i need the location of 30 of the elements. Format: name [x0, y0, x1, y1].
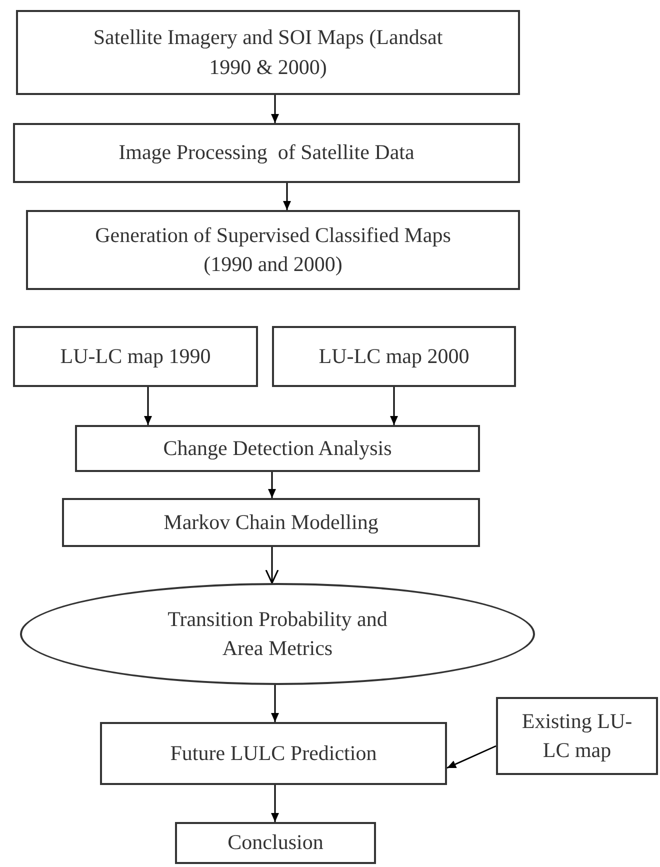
arrow — [144, 387, 152, 425]
arrow — [271, 785, 279, 822]
process-box — [62, 498, 480, 547]
arrow — [265, 547, 279, 584]
arrow — [390, 387, 398, 425]
process-box — [496, 697, 658, 775]
node-label: LU-LC map 1990 — [60, 342, 211, 370]
arrow — [446, 745, 496, 769]
process-box — [13, 326, 258, 387]
node-label: Image Processing of Satellite Data — [118, 139, 414, 166]
node-label: Transition Probability and Area Metrics — [166, 606, 388, 662]
process-box — [75, 425, 480, 472]
node-label: LU-LC map 2000 — [318, 342, 470, 370]
process-box — [13, 123, 520, 183]
arrow — [271, 685, 279, 722]
process-box — [272, 326, 516, 387]
process-box — [26, 210, 520, 290]
process-box — [175, 822, 376, 864]
process-box — [16, 10, 520, 95]
node-label: Generation of Supervised Classified Maps (1990 and 2000) — [94, 222, 452, 278]
node-label: Satellite Imagery and SOI Maps (Landsat 1990 & 2000) — [93, 24, 443, 80]
arrow — [283, 183, 291, 210]
node-label: Change Detection Analysis — [163, 434, 392, 462]
node-label: Conclusion — [228, 829, 324, 856]
node-label: Markov Chain Modelling — [164, 508, 378, 536]
arrow — [271, 95, 279, 123]
process-box — [100, 722, 447, 785]
arrow — [268, 472, 276, 498]
node-label: Future LULC Prediction — [170, 740, 377, 767]
node-label: Existing LU-LC map — [520, 708, 634, 764]
